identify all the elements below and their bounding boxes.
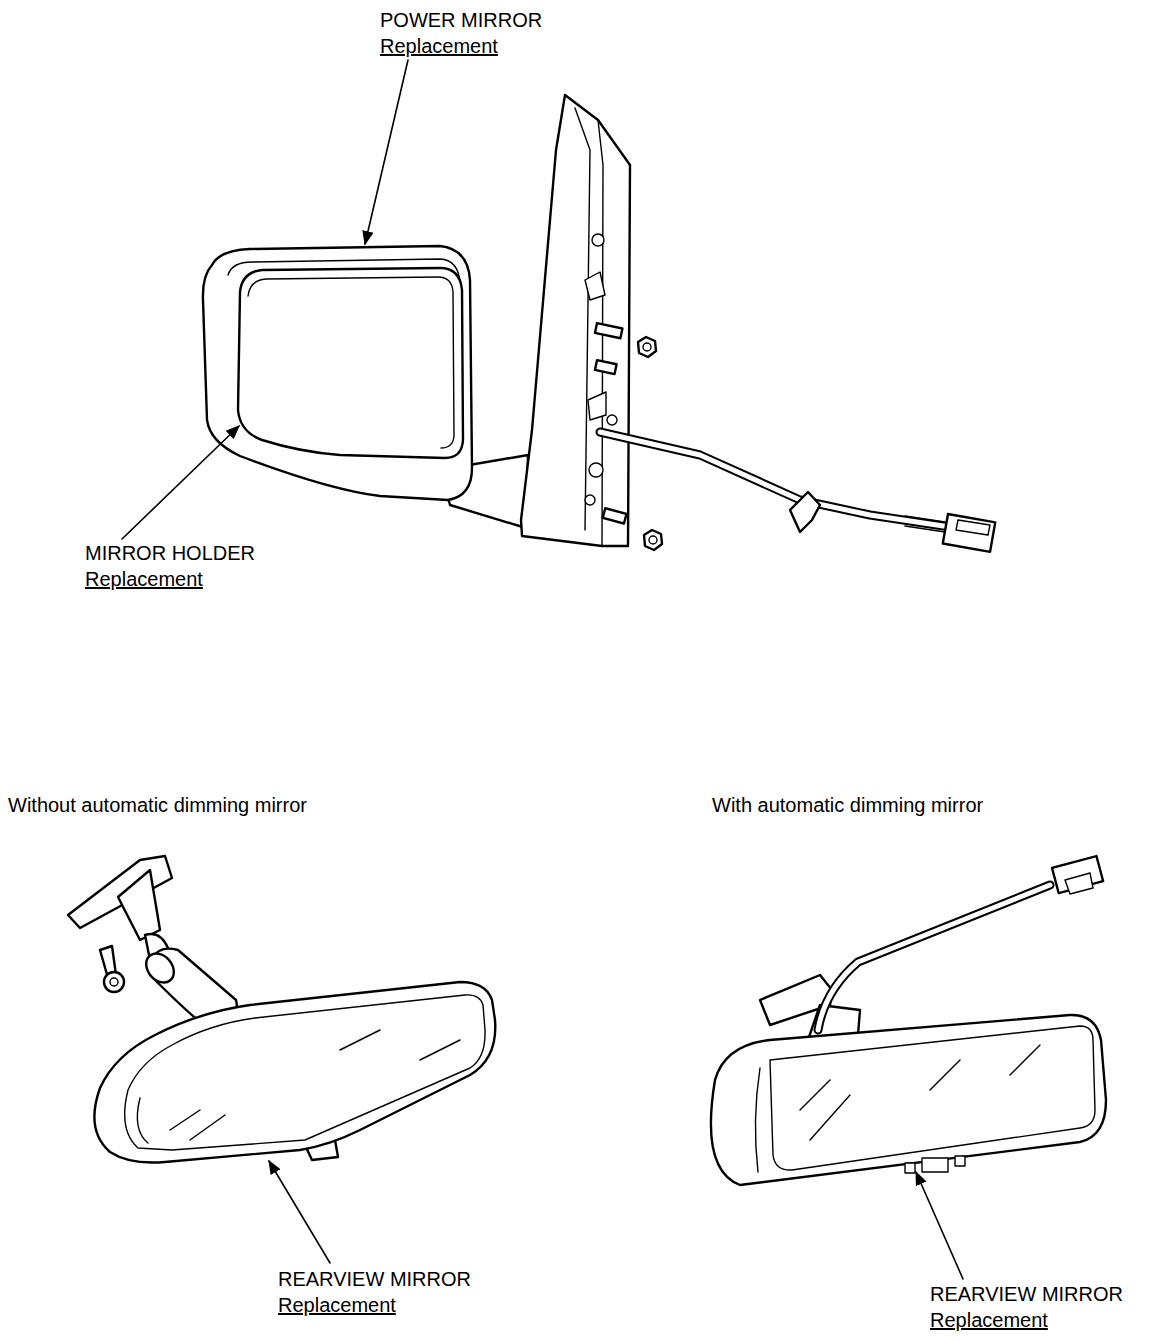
illustration-stroke	[603, 508, 627, 523]
illustration-stroke	[755, 1068, 760, 1172]
illustration-stroke	[916, 1172, 963, 1279]
procedure-link: Replacement	[380, 34, 498, 58]
illustration-stroke	[122, 426, 239, 539]
stud-bolt	[595, 323, 627, 523]
illustration-stroke	[1065, 873, 1093, 894]
illustration-stroke	[575, 108, 590, 530]
illustration-stroke	[644, 530, 662, 550]
illustration-stroke	[137, 1098, 148, 1143]
illustration-stroke	[955, 1156, 965, 1166]
procedure-link: Replacement	[930, 1308, 1048, 1332]
illustration-stroke	[790, 492, 820, 532]
illustration-stroke	[800, 1045, 1040, 1140]
illustration-stroke	[269, 1161, 330, 1263]
illustration-stroke	[585, 495, 595, 505]
screw	[100, 946, 124, 992]
illustration-stroke	[141, 948, 180, 988]
illustration-stroke	[770, 1026, 1095, 1170]
part-label: MIRROR HOLDER	[85, 541, 255, 565]
rearview-mirror-basic	[68, 856, 495, 1163]
illustration-stroke	[588, 392, 606, 420]
illustration-stroke	[905, 1163, 915, 1173]
illustration-stroke	[585, 272, 605, 300]
illustration-stroke	[104, 972, 124, 992]
leader-line	[122, 60, 963, 1279]
part-label: REARVIEW MIRROR	[278, 1267, 471, 1291]
illustration-stroke	[818, 885, 1050, 1030]
illustration-stroke	[643, 343, 651, 351]
illustration-stroke	[600, 432, 950, 527]
illustration-stroke	[125, 995, 485, 1150]
illustration-stroke	[600, 432, 950, 527]
illustration-stroke	[521, 95, 630, 546]
illustration-stroke	[94, 982, 495, 1163]
illustration-stroke	[1052, 856, 1103, 893]
illustration-stroke	[248, 277, 454, 448]
power-mirror	[203, 95, 995, 552]
variant-heading: With automatic dimming mirror	[712, 793, 983, 817]
illustration-stroke	[170, 1030, 460, 1140]
illustration-stroke	[956, 520, 990, 535]
variant-heading: Without automatic dimming mirror	[8, 793, 307, 817]
illustration-stroke	[592, 234, 604, 246]
illustration-stroke	[607, 415, 617, 425]
illustration-stroke	[638, 337, 656, 357]
illustration-stroke	[365, 60, 408, 244]
illustration-stroke	[110, 978, 118, 986]
part-label: REARVIEW MIRROR	[930, 1282, 1123, 1306]
part-label: POWER MIRROR	[380, 8, 542, 32]
illustration-stroke	[818, 885, 1050, 1030]
rearview-mirror-auto-dimming	[711, 856, 1106, 1185]
mirror-holder	[238, 268, 463, 458]
illustration-stroke	[595, 323, 623, 338]
illustration-stroke	[649, 536, 657, 544]
illustration-stroke	[922, 1158, 948, 1172]
illustration-stroke	[595, 360, 617, 374]
procedure-link: Replacement	[278, 1293, 396, 1317]
illustration-stroke	[943, 514, 995, 552]
procedure-link: Replacement	[85, 567, 203, 591]
illustration-stroke	[118, 870, 160, 940]
illustration-stroke	[589, 463, 603, 477]
illustration-stroke	[203, 246, 472, 500]
illustration-stroke	[905, 516, 945, 532]
wire-harness	[600, 432, 995, 552]
illustration-stroke	[711, 1015, 1106, 1185]
